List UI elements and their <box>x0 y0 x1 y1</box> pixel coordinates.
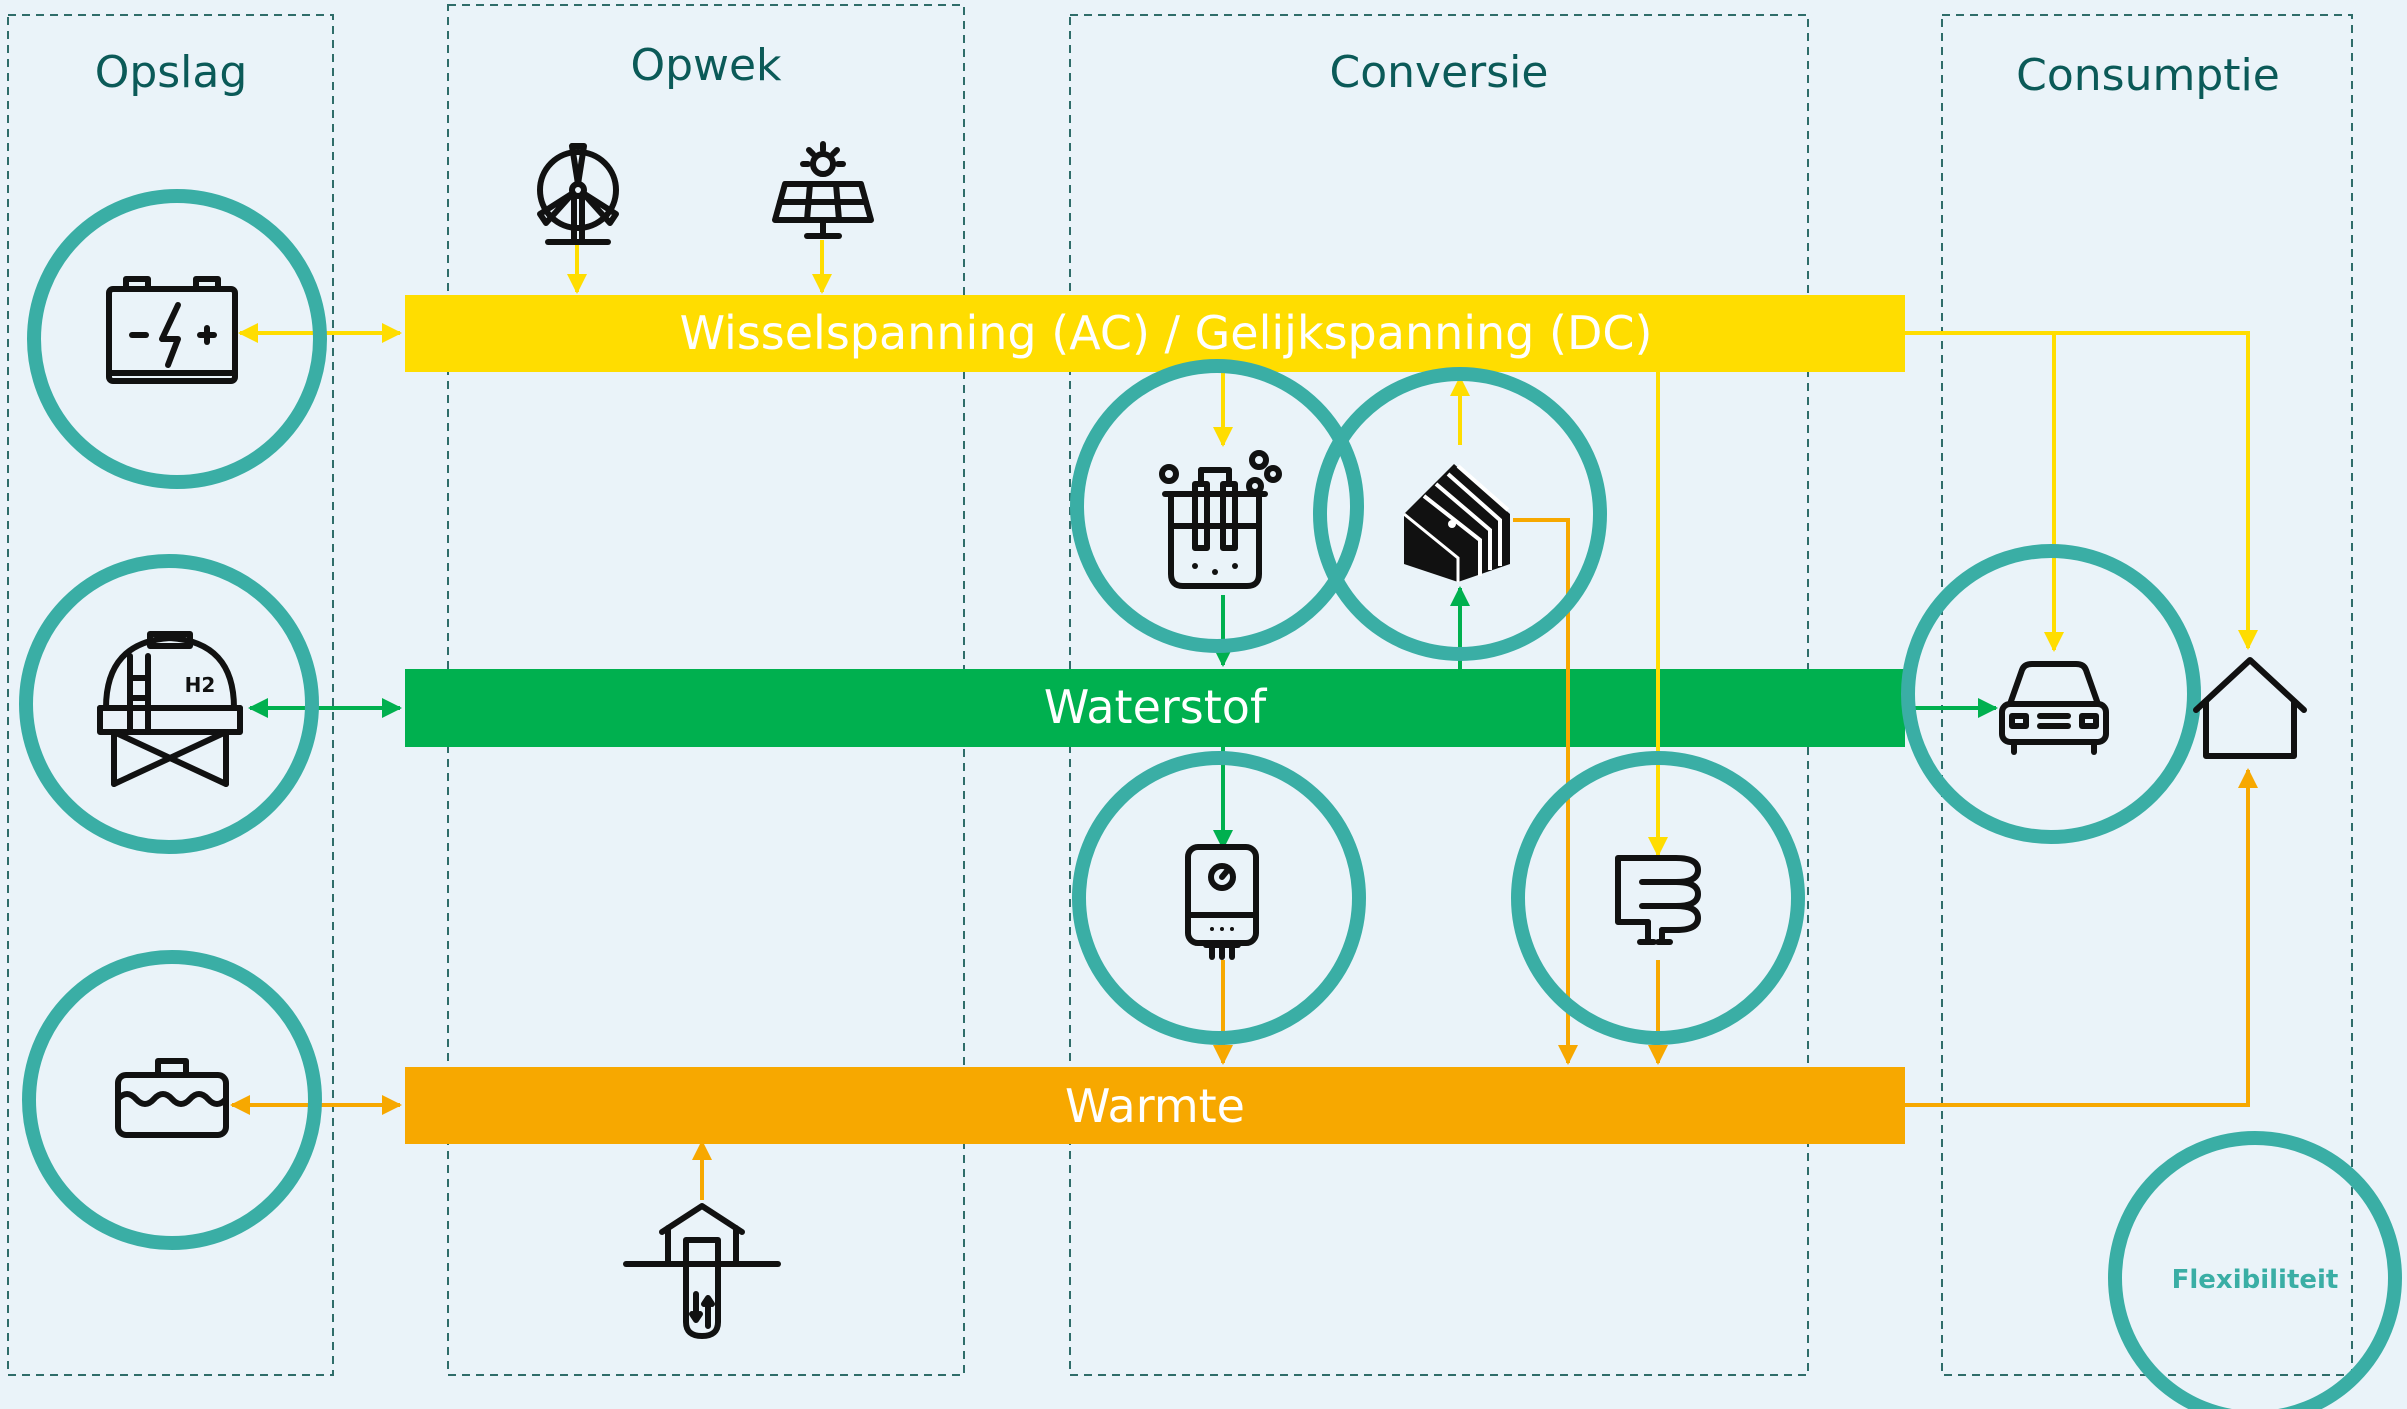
solar-panel-icon <box>772 141 874 239</box>
hydrogen-boiler-icon <box>1185 844 1259 960</box>
heat-bus <box>405 1067 1905 1144</box>
svg-text:H2: H2 <box>185 673 216 697</box>
ring-battery <box>27 189 327 489</box>
house-icon <box>2193 657 2307 759</box>
ring-boiler <box>1072 751 1366 1045</box>
hydrogen-tank-icon: H2 <box>97 631 243 787</box>
flexibility-label: Flexibiliteit <box>2172 1265 2339 1295</box>
electricity-bus-label: Wisselspanning (AC) / Gelijkspanning (DC… <box>680 306 1653 360</box>
ring-car <box>1901 544 2201 844</box>
fuel-cell-icon <box>1403 464 1510 582</box>
heading-opwek: Opwek <box>630 40 782 91</box>
ring-heater <box>1511 751 1805 1045</box>
electricity-to-house-arrow <box>2054 331 2258 650</box>
ring-hydrogen-storage <box>19 554 319 854</box>
geothermal-heat-pump-icon <box>623 1203 781 1339</box>
heat-bus-label: Warmte <box>1065 1079 1245 1133</box>
flexibility-rings <box>19 189 2402 1409</box>
ring-fuel-cell <box>1313 367 1607 661</box>
heading-conversie: Conversie <box>1330 47 1549 98</box>
heading-opslag: Opslag <box>95 47 248 98</box>
battery-icon <box>106 276 238 384</box>
ring-flexibility-legend <box>2108 1131 2402 1409</box>
fuelcell-to-heat-arrow <box>1513 518 1578 1065</box>
heat-storage-tank-icon <box>115 1058 229 1138</box>
heading-consumptie: Consumptie <box>2016 50 2280 101</box>
heat-to-house-arrow <box>1905 768 2258 1107</box>
ring-electrolyzer <box>1070 359 1364 653</box>
column-opslag <box>7 14 334 1376</box>
ring-heat-storage <box>22 950 322 1250</box>
car-icon <box>1999 661 2109 755</box>
hydrogen-bus <box>405 669 1905 747</box>
hydrogen-bus-label: Waterstof <box>1044 680 1268 734</box>
electricity-bus <box>405 295 1905 372</box>
electrolyzer-icon <box>1159 450 1282 589</box>
electricity-to-car-arrow <box>1905 331 2064 652</box>
heat-flows <box>230 518 2258 1200</box>
wind-turbine-icon <box>537 143 619 245</box>
electric-heater-icon <box>1615 855 1701 945</box>
